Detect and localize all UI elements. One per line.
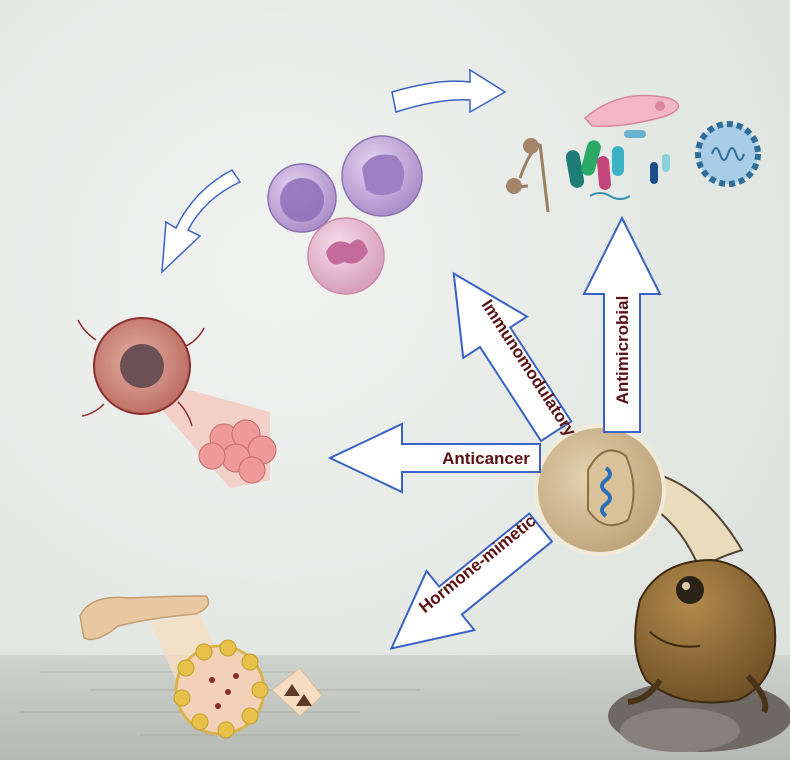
- antimicrobial-label: Antimicrobial: [613, 296, 632, 405]
- anticancer-label: Anticancer: [442, 449, 530, 468]
